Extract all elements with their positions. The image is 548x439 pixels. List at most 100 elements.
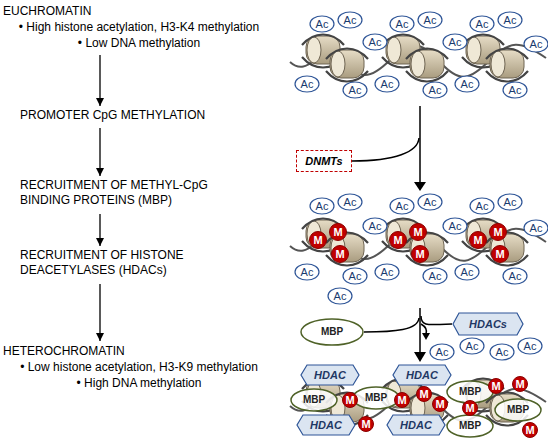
acetyl-label: Ac [496, 347, 509, 358]
acetyl-label: Ac [369, 37, 382, 48]
hdac-label: HDAC [406, 370, 438, 381]
nucleosome [486, 49, 528, 82]
enzyme-label: DNMTs [305, 156, 342, 167]
m-shape [330, 224, 347, 241]
arrow-head [414, 352, 426, 362]
arrow-head [96, 168, 104, 176]
hdac-hexagon: HDAC [386, 414, 446, 436]
methyl-label: M [361, 419, 370, 430]
ac-shape [443, 218, 467, 234]
arrow-head [422, 333, 430, 340]
methyl-label: M [335, 249, 344, 260]
acetyl-group: Ac [497, 11, 523, 29]
methyl-label: M [515, 379, 524, 390]
hdac-hexagon: HDACs [452, 312, 524, 336]
methyl-group: M [358, 416, 374, 432]
acetyl-label: Ac [349, 85, 362, 96]
hdac-hexagon: HDAC [296, 414, 356, 436]
arrow-head [96, 238, 104, 246]
hdac-label: HDAC [310, 420, 342, 431]
methyl-group: M [329, 223, 347, 241]
methyl-label: M [413, 227, 422, 238]
acetyl-group: Ac [442, 33, 468, 51]
state-text: • Low histone acetylation, H3-K9 methyla… [3, 359, 275, 375]
mbp-label: MBP [459, 421, 481, 431]
acetyl-label: Ac [424, 197, 437, 208]
mbp-label: MBP [321, 327, 343, 337]
methyl-group: M [469, 231, 487, 249]
mbp-shape [291, 389, 337, 411]
m-shape [417, 387, 432, 402]
methyl-group: M [491, 245, 509, 263]
step-arrow [419, 308, 421, 354]
methyl-label: M [333, 227, 342, 238]
acetyl-group: Ac [459, 337, 485, 355]
ac-shape [455, 264, 479, 280]
acetyl-label: Ac [349, 271, 362, 282]
nucleosome [326, 49, 368, 82]
acetyl-label: Ac [466, 341, 479, 352]
hex-shape [297, 415, 355, 435]
flow-arrow [96, 284, 104, 341]
acetyl-label: Ac [429, 85, 442, 96]
methyl-group: M [331, 245, 349, 263]
ac-shape [328, 288, 352, 304]
acetyl-label: Ac [449, 221, 462, 232]
acetyl-label: Ac [504, 15, 517, 26]
acetyl-group: Ac [489, 343, 515, 361]
acetyl-group: Ac [309, 15, 335, 33]
acetyl-label: Ac [524, 341, 537, 352]
ac-shape [418, 194, 442, 210]
step-text: RECRUITMENT OF METHYL-CpG BINDING PROTEI… [20, 178, 235, 208]
mbp-shape [495, 399, 541, 421]
mbp-label: MBP [459, 387, 481, 397]
acetyl-label: Ac [530, 39, 543, 50]
state-block: HETEROCHROMATIN• Low histone acetylation… [3, 343, 275, 395]
enzyme-feed-line [352, 138, 419, 161]
hdac-hexagon: HDAC [300, 364, 360, 386]
acetyl-group: Ac [327, 287, 353, 305]
chromatin-middle [290, 219, 546, 266]
ac-shape [423, 268, 447, 284]
acetyl-label: Ac [424, 15, 437, 26]
arrow-shaft [99, 284, 100, 341]
methyl-group: M [432, 396, 448, 412]
m-shape [412, 246, 429, 263]
step-block: RECRUITMENT OF METHYL-CpG BINDING PROTEI… [20, 178, 235, 212]
acetyl-label: Ac [301, 267, 314, 278]
step-block: PROMOTER CpG METHYLATION [20, 108, 250, 126]
acetyl-label: Ac [530, 223, 543, 234]
ac-shape [338, 194, 362, 210]
release-line [421, 324, 426, 334]
acetyl-group: Ac [502, 81, 528, 99]
hdac-label: HDAC [400, 420, 432, 431]
state-text: HETEROCHROMATIN [3, 343, 275, 359]
step-block: RECRUITMENT OF HISTONE DEACETYLASES (HDA… [20, 248, 235, 282]
m-shape [310, 232, 327, 249]
ac-shape [390, 16, 414, 32]
mbp-oval: MBP [300, 318, 364, 346]
methyl-label: M [495, 249, 504, 260]
mbp-label: MBP [365, 393, 387, 403]
ac-shape [455, 76, 479, 92]
nucleosome [406, 49, 448, 82]
acetyl-label: Ac [476, 19, 489, 30]
mbp-label: MBP [303, 395, 325, 405]
acetyl-label: Ac [449, 37, 462, 48]
acetyl-label: Ac [316, 201, 329, 212]
acetyl-group: Ac [417, 11, 443, 29]
acetyl-label: Ac [504, 197, 517, 208]
acetyl-group: Ac [342, 81, 368, 99]
mbp-shape [301, 319, 363, 345]
ac-shape [518, 338, 542, 354]
acetyl-group: Ac [294, 75, 320, 93]
methyl-group: M [522, 422, 538, 438]
arrow-head [96, 333, 104, 341]
acetyl-group: Ac [442, 217, 468, 235]
acetyl-group: Ac [342, 267, 368, 285]
arrow-head [414, 182, 426, 191]
mbp-oval: MBP [494, 398, 542, 422]
acetyl-label: Ac [461, 267, 474, 278]
mbp-oval: MBP [352, 386, 400, 410]
